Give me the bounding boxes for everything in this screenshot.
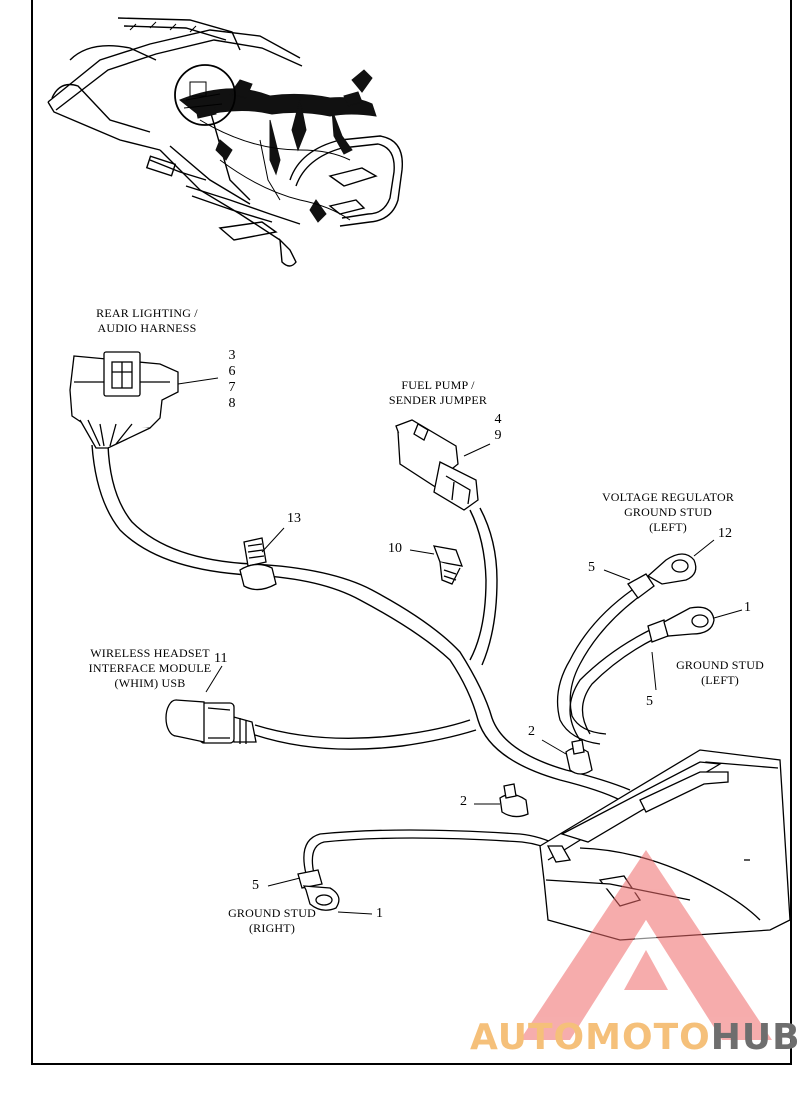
rear-lighting-audio-harness-label: REAR LIGHTING / AUDIO HARNESS bbox=[82, 306, 212, 336]
diagram-border bbox=[31, 0, 792, 1065]
watermark-part-2: HUB bbox=[710, 1017, 800, 1058]
callout-4: 4 bbox=[494, 412, 502, 427]
callout-1-left: 1 bbox=[744, 600, 751, 615]
mounting-plate bbox=[539, 749, 791, 941]
motorcycle-frame-overview bbox=[47, 17, 404, 267]
callout-3: 3 bbox=[228, 348, 236, 363]
rear-lighting-line-1: REAR LIGHTING / bbox=[96, 306, 198, 320]
callout-2-lower: 2 bbox=[460, 794, 467, 809]
rear-lighting-line-2: AUDIO HARNESS bbox=[97, 321, 197, 335]
voltage-regulator-ground-stud-label: VOLTAGE REGULATOR GROUND STUD (LEFT) bbox=[588, 490, 748, 535]
ground-stud-right-line-2: (RIGHT) bbox=[248, 921, 296, 935]
magnifier-detail bbox=[183, 81, 223, 109]
voltage-regulator-line-3: (LEFT) bbox=[649, 520, 687, 534]
ground-stud-left-line-2: (LEFT) bbox=[701, 673, 739, 687]
ground-stud-right-label: GROUND STUD (RIGHT) bbox=[220, 906, 324, 936]
ground-stud-right-line-1: GROUND STUD bbox=[228, 906, 316, 920]
voltage-regulator-line-2: GROUND STUD bbox=[624, 505, 712, 519]
watermark-logo bbox=[520, 850, 772, 1040]
ring-terminal-12 bbox=[627, 553, 697, 599]
harness-on-frame bbox=[179, 69, 377, 223]
hose-clamp-upper bbox=[565, 739, 593, 775]
ground-wire-left bbox=[569, 629, 657, 741]
ground-wire-right bbox=[303, 829, 561, 875]
fuel-pump-line-1: FUEL PUMP / bbox=[401, 378, 475, 392]
callout-10: 10 bbox=[388, 541, 402, 556]
ground-stud-left-label: GROUND STUD (LEFT) bbox=[668, 658, 772, 688]
callout-8: 8 bbox=[228, 396, 236, 411]
ground-wire-voltage-regulator bbox=[556, 589, 641, 745]
fuel-pump-cable bbox=[469, 507, 498, 666]
callout-1-right: 1 bbox=[376, 906, 383, 921]
callout-rear-lighting-parts: 3 6 7 8 bbox=[226, 348, 238, 412]
main-harness-cable bbox=[91, 444, 631, 801]
watermark-part-1: AUTOMOTO bbox=[470, 1017, 711, 1058]
callout-12: 12 bbox=[718, 526, 732, 541]
fuel-pump-line-2: SENDER JUMPER bbox=[388, 393, 488, 407]
callout-9: 9 bbox=[494, 428, 502, 443]
hose-clamp-lower bbox=[499, 783, 529, 818]
whim-line-3: (WHIM) USB bbox=[114, 676, 186, 690]
callout-11: 11 bbox=[214, 651, 228, 666]
voltage-regulator-line-1: VOLTAGE REGULATOR bbox=[601, 490, 735, 504]
magnifier-circle bbox=[174, 64, 236, 126]
push-pin-clip bbox=[432, 545, 464, 585]
whim-usb-label: WIRELESS HEADSET INTERFACE MODULE (WHIM)… bbox=[80, 646, 220, 691]
whim-cable bbox=[254, 719, 477, 750]
fuel-pump-connector bbox=[395, 419, 479, 511]
whim-line-2: INTERFACE MODULE bbox=[88, 661, 212, 675]
callout-5-right: 5 bbox=[252, 878, 259, 893]
callout-6: 6 bbox=[228, 364, 236, 379]
harness-outline bbox=[199, 119, 351, 221]
ring-terminal-1-right bbox=[297, 869, 340, 911]
callout-13: 13 bbox=[287, 511, 301, 526]
leader-lines bbox=[177, 377, 743, 915]
ground-stud-left-line-1: GROUND STUD bbox=[676, 658, 764, 672]
callout-5-left: 5 bbox=[646, 694, 653, 709]
callout-7: 7 bbox=[228, 380, 236, 395]
watermark-text: AUTOMOTOHUB bbox=[470, 1018, 800, 1058]
fuel-pump-sender-jumper-label: FUEL PUMP / SENDER JUMPER bbox=[378, 378, 498, 408]
cable-tie-clip bbox=[239, 537, 277, 591]
callout-5-upper: 5 bbox=[588, 560, 595, 575]
whim-line-1: WIRELESS HEADSET bbox=[90, 646, 210, 660]
whim-usb-connector bbox=[165, 699, 257, 744]
callout-2-upper: 2 bbox=[528, 724, 535, 739]
rear-lighting-connector bbox=[69, 351, 179, 449]
callout-fuel-pump-parts: 4 9 bbox=[492, 412, 504, 444]
ring-terminal-1-left bbox=[647, 606, 715, 643]
